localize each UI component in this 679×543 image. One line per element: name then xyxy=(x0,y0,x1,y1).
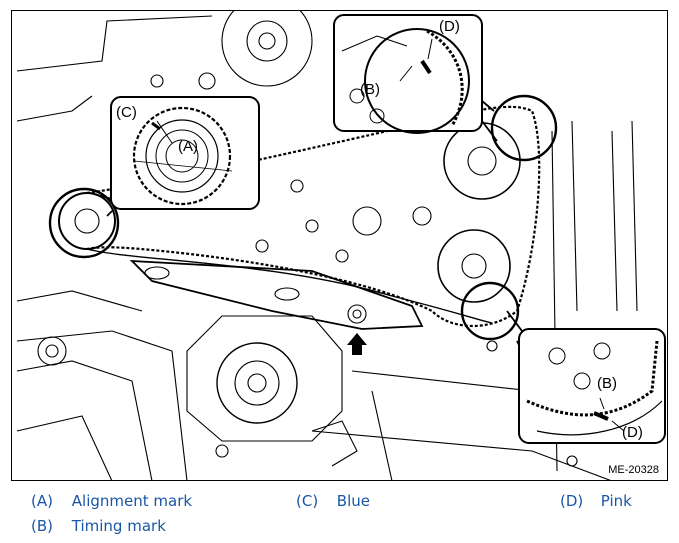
legend-key-a: (A) xyxy=(31,492,53,510)
callout-d-bottom: (D) xyxy=(622,424,643,441)
callout-d-top: (D) xyxy=(439,18,460,35)
legend: (A) Alignment mark (B) Timing mark (C) B… xyxy=(0,486,679,543)
callout-a: (A) xyxy=(178,138,198,155)
figure-id: ME-20328 xyxy=(608,464,659,476)
legend-text-a: Alignment mark xyxy=(71,492,193,510)
legend-item-c: (C) Blue xyxy=(296,492,370,510)
inset-cam-sprocket: (D) (B) xyxy=(333,14,483,134)
legend-key-d: (D) xyxy=(560,492,584,510)
up-arrow-icon xyxy=(347,333,367,355)
callout-b-bottom: (B) xyxy=(597,375,617,392)
engine-drawing: (C) (A) (D) (B) xyxy=(16,11,666,480)
legend-key-b: (B) xyxy=(31,517,53,535)
legend-key-c: (C) xyxy=(296,492,319,510)
legend-text-b: Timing mark xyxy=(71,517,166,535)
timing-chain-figure: (C) (A) (D) (B) xyxy=(11,10,668,481)
inset-crank-sprocket: (C) (A) xyxy=(110,96,260,210)
legend-text-d: Pink xyxy=(600,492,632,510)
callout-b-top: (B) xyxy=(360,81,380,98)
legend-item-d: (D) Pink xyxy=(560,492,632,510)
legend-item-b: (B) Timing mark xyxy=(31,517,166,535)
legend-item-a: (A) Alignment mark xyxy=(31,492,192,510)
callout-c: (C) xyxy=(116,104,137,121)
inset-exhaust-sprocket: (B) (D) xyxy=(518,328,666,444)
legend-text-c: Blue xyxy=(336,492,370,510)
